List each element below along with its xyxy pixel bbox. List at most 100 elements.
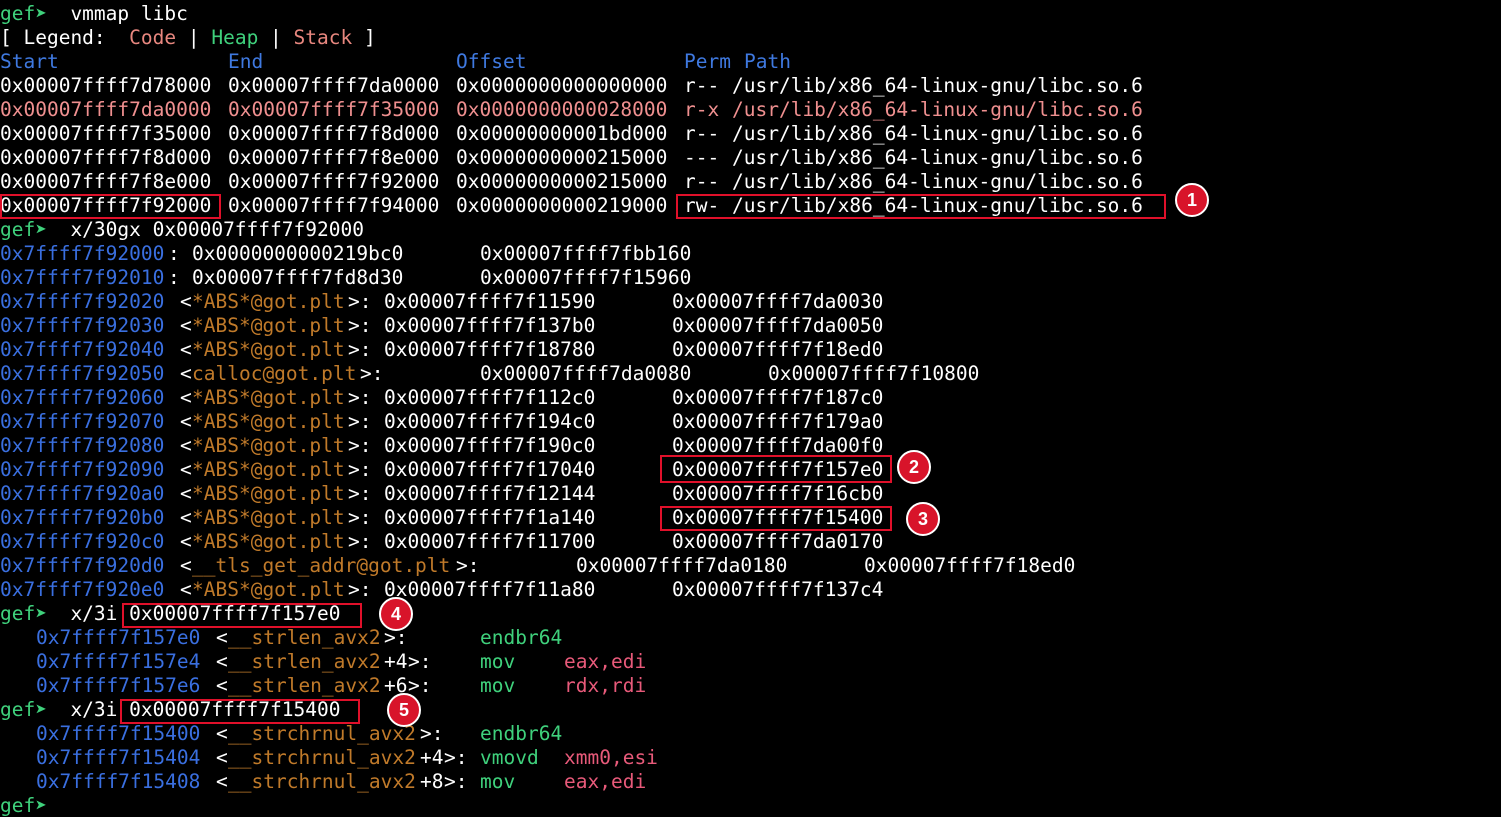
callout-badge-3: 3: [906, 502, 940, 536]
label-open: <: [180, 338, 192, 361]
region-offset: 0x0000000000219000: [456, 194, 668, 217]
got-label: calloc@got.plt: [192, 362, 357, 385]
colon: :: [168, 242, 180, 265]
row-address: 0x7ffff7f920d0: [0, 554, 165, 577]
mnemonic: mov: [480, 674, 516, 697]
qword-value-2: 0x00007ffff7f15400: [672, 506, 884, 529]
label-open: <: [180, 578, 192, 601]
region-perm: rw-: [684, 194, 720, 217]
row-address: 0x7ffff7f920a0: [0, 482, 165, 505]
label-close: >:: [348, 506, 372, 529]
label-close: >:: [456, 554, 480, 577]
region-offset: 0x0000000000000000: [456, 74, 668, 97]
command-text: x/3i: [58, 602, 130, 625]
label-open: <: [180, 434, 192, 457]
region-perm: r--: [684, 74, 720, 97]
qword-value-2: 0x00007ffff7f18ed0: [864, 554, 1076, 577]
region-start: 0x00007ffff7f8d000: [0, 146, 212, 169]
row-address: 0x7ffff7f92040: [0, 338, 165, 361]
highlight-box-rw-path: [676, 194, 1166, 219]
prompt-line-vmmap: gef➤ vmmap libc: [0, 2, 188, 26]
function-name: __strlen_avx2: [228, 674, 381, 697]
label-close: >:: [348, 290, 372, 313]
operands: eax,edi: [564, 650, 647, 673]
legend-heap: Heap: [211, 26, 259, 49]
got-label: *ABS*@got.plt: [192, 482, 345, 505]
qword-value-1: 0x00007ffff7f190c0: [384, 434, 596, 457]
sym-open: <: [216, 626, 228, 649]
row-address: 0x7ffff7f92010: [0, 266, 165, 289]
mnemonic: endbr64: [480, 626, 563, 649]
got-label: *ABS*@got.plt: [192, 458, 345, 481]
label-close: >:: [348, 482, 372, 505]
legend-open: [ Legend:: [0, 26, 130, 49]
instr-address: 0x7ffff7f15408: [36, 770, 201, 793]
label-close: >:: [348, 314, 372, 337]
qword-value-2: 0x00007ffff7f18ed0: [672, 338, 884, 361]
colon: :: [168, 266, 180, 289]
header-start: Start: [0, 50, 59, 73]
region-perm: r--: [684, 122, 720, 145]
operands: xmm0,esi: [564, 746, 658, 769]
label-open: <: [180, 314, 192, 337]
region-perm: r-x: [684, 98, 720, 121]
label-close: >:: [348, 458, 372, 481]
instr-address: 0x7ffff7f15400: [36, 722, 201, 745]
prompt-line-x30gx: gef➤ x/30gx 0x00007ffff7f92000: [0, 218, 364, 242]
region-path: /usr/lib/x86_64-linux-gnu/libc.so.6: [732, 146, 1143, 169]
instr-address: 0x7ffff7f157e0: [36, 626, 201, 649]
qword-value-1: 0x00007ffff7f194c0: [384, 410, 596, 433]
region-end: 0x00007ffff7f92000: [228, 170, 440, 193]
qword-value-1: 0x00007ffff7f11700: [384, 530, 596, 553]
header-end: End: [228, 50, 264, 73]
legend-sep: |: [176, 26, 212, 49]
row-address: 0x7ffff7f92070: [0, 410, 165, 433]
prompt: gef➤: [0, 218, 59, 241]
region-path: /usr/lib/x86_64-linux-gnu/libc.so.6: [732, 194, 1143, 217]
mnemonic: mov: [480, 650, 516, 673]
mnemonic: endbr64: [480, 722, 563, 745]
prompt: gef➤: [0, 2, 59, 25]
instr-address: 0x7ffff7f157e6: [36, 674, 201, 697]
function-offset: +4: [420, 746, 444, 769]
qword-value-2: 0x00007ffff7f187c0: [672, 386, 884, 409]
sym-open: <: [216, 674, 228, 697]
row-address: 0x7ffff7f92050: [0, 362, 165, 385]
qword-value-2: 0x00007ffff7f10800: [768, 362, 980, 385]
function-offset: +6: [384, 674, 408, 697]
got-label: __tls_get_addr@got.plt: [192, 554, 451, 577]
qword-value-1: 0x00007ffff7fd8d30: [192, 266, 404, 289]
region-offset: 0x00000000001bd000: [456, 122, 668, 145]
sym-close: >:: [384, 626, 408, 649]
region-offset: 0x0000000000215000: [456, 146, 668, 169]
row-address: 0x7ffff7f92020: [0, 290, 165, 313]
prompt-line-final[interactable]: gef➤: [0, 794, 59, 817]
label-close: >:: [360, 362, 384, 385]
highlight-box-strlen-ptr: [660, 455, 892, 483]
qword-value-1: 0x00007ffff7f1a140: [384, 506, 596, 529]
region-offset: 0x0000000000028000: [456, 98, 668, 121]
prompt: gef➤: [0, 698, 59, 721]
region-end: 0x00007ffff7da0000: [228, 74, 440, 97]
region-start: 0x00007ffff7d78000: [0, 74, 212, 97]
highlight-box-strchrnul-ptr: [660, 506, 892, 531]
row-address: 0x7ffff7f92000: [0, 242, 165, 265]
qword-value-1: 0x00007ffff7f112c0: [384, 386, 596, 409]
label-open: <: [180, 386, 192, 409]
function-offset: +4: [384, 650, 408, 673]
region-end: 0x00007ffff7f35000: [228, 98, 440, 121]
qword-value-1: 0x00007ffff7f12144: [384, 482, 596, 505]
sym-close: >:: [408, 650, 432, 673]
region-end: 0x00007ffff7f8d000: [228, 122, 440, 145]
qword-value-1: 0x0000000000219bc0: [192, 242, 404, 265]
qword-value-2: 0x00007ffff7fbb160: [480, 242, 692, 265]
label-close: >:: [348, 410, 372, 433]
function-name: __strchrnul_avx2: [228, 722, 416, 745]
sym-open: <: [216, 722, 228, 745]
function-name: __strlen_avx2: [228, 626, 381, 649]
region-perm: r--: [684, 170, 720, 193]
sym-open: <: [216, 770, 228, 793]
region-path: /usr/lib/x86_64-linux-gnu/libc.so.6: [732, 98, 1143, 121]
legend-stack: Stack: [293, 26, 353, 49]
